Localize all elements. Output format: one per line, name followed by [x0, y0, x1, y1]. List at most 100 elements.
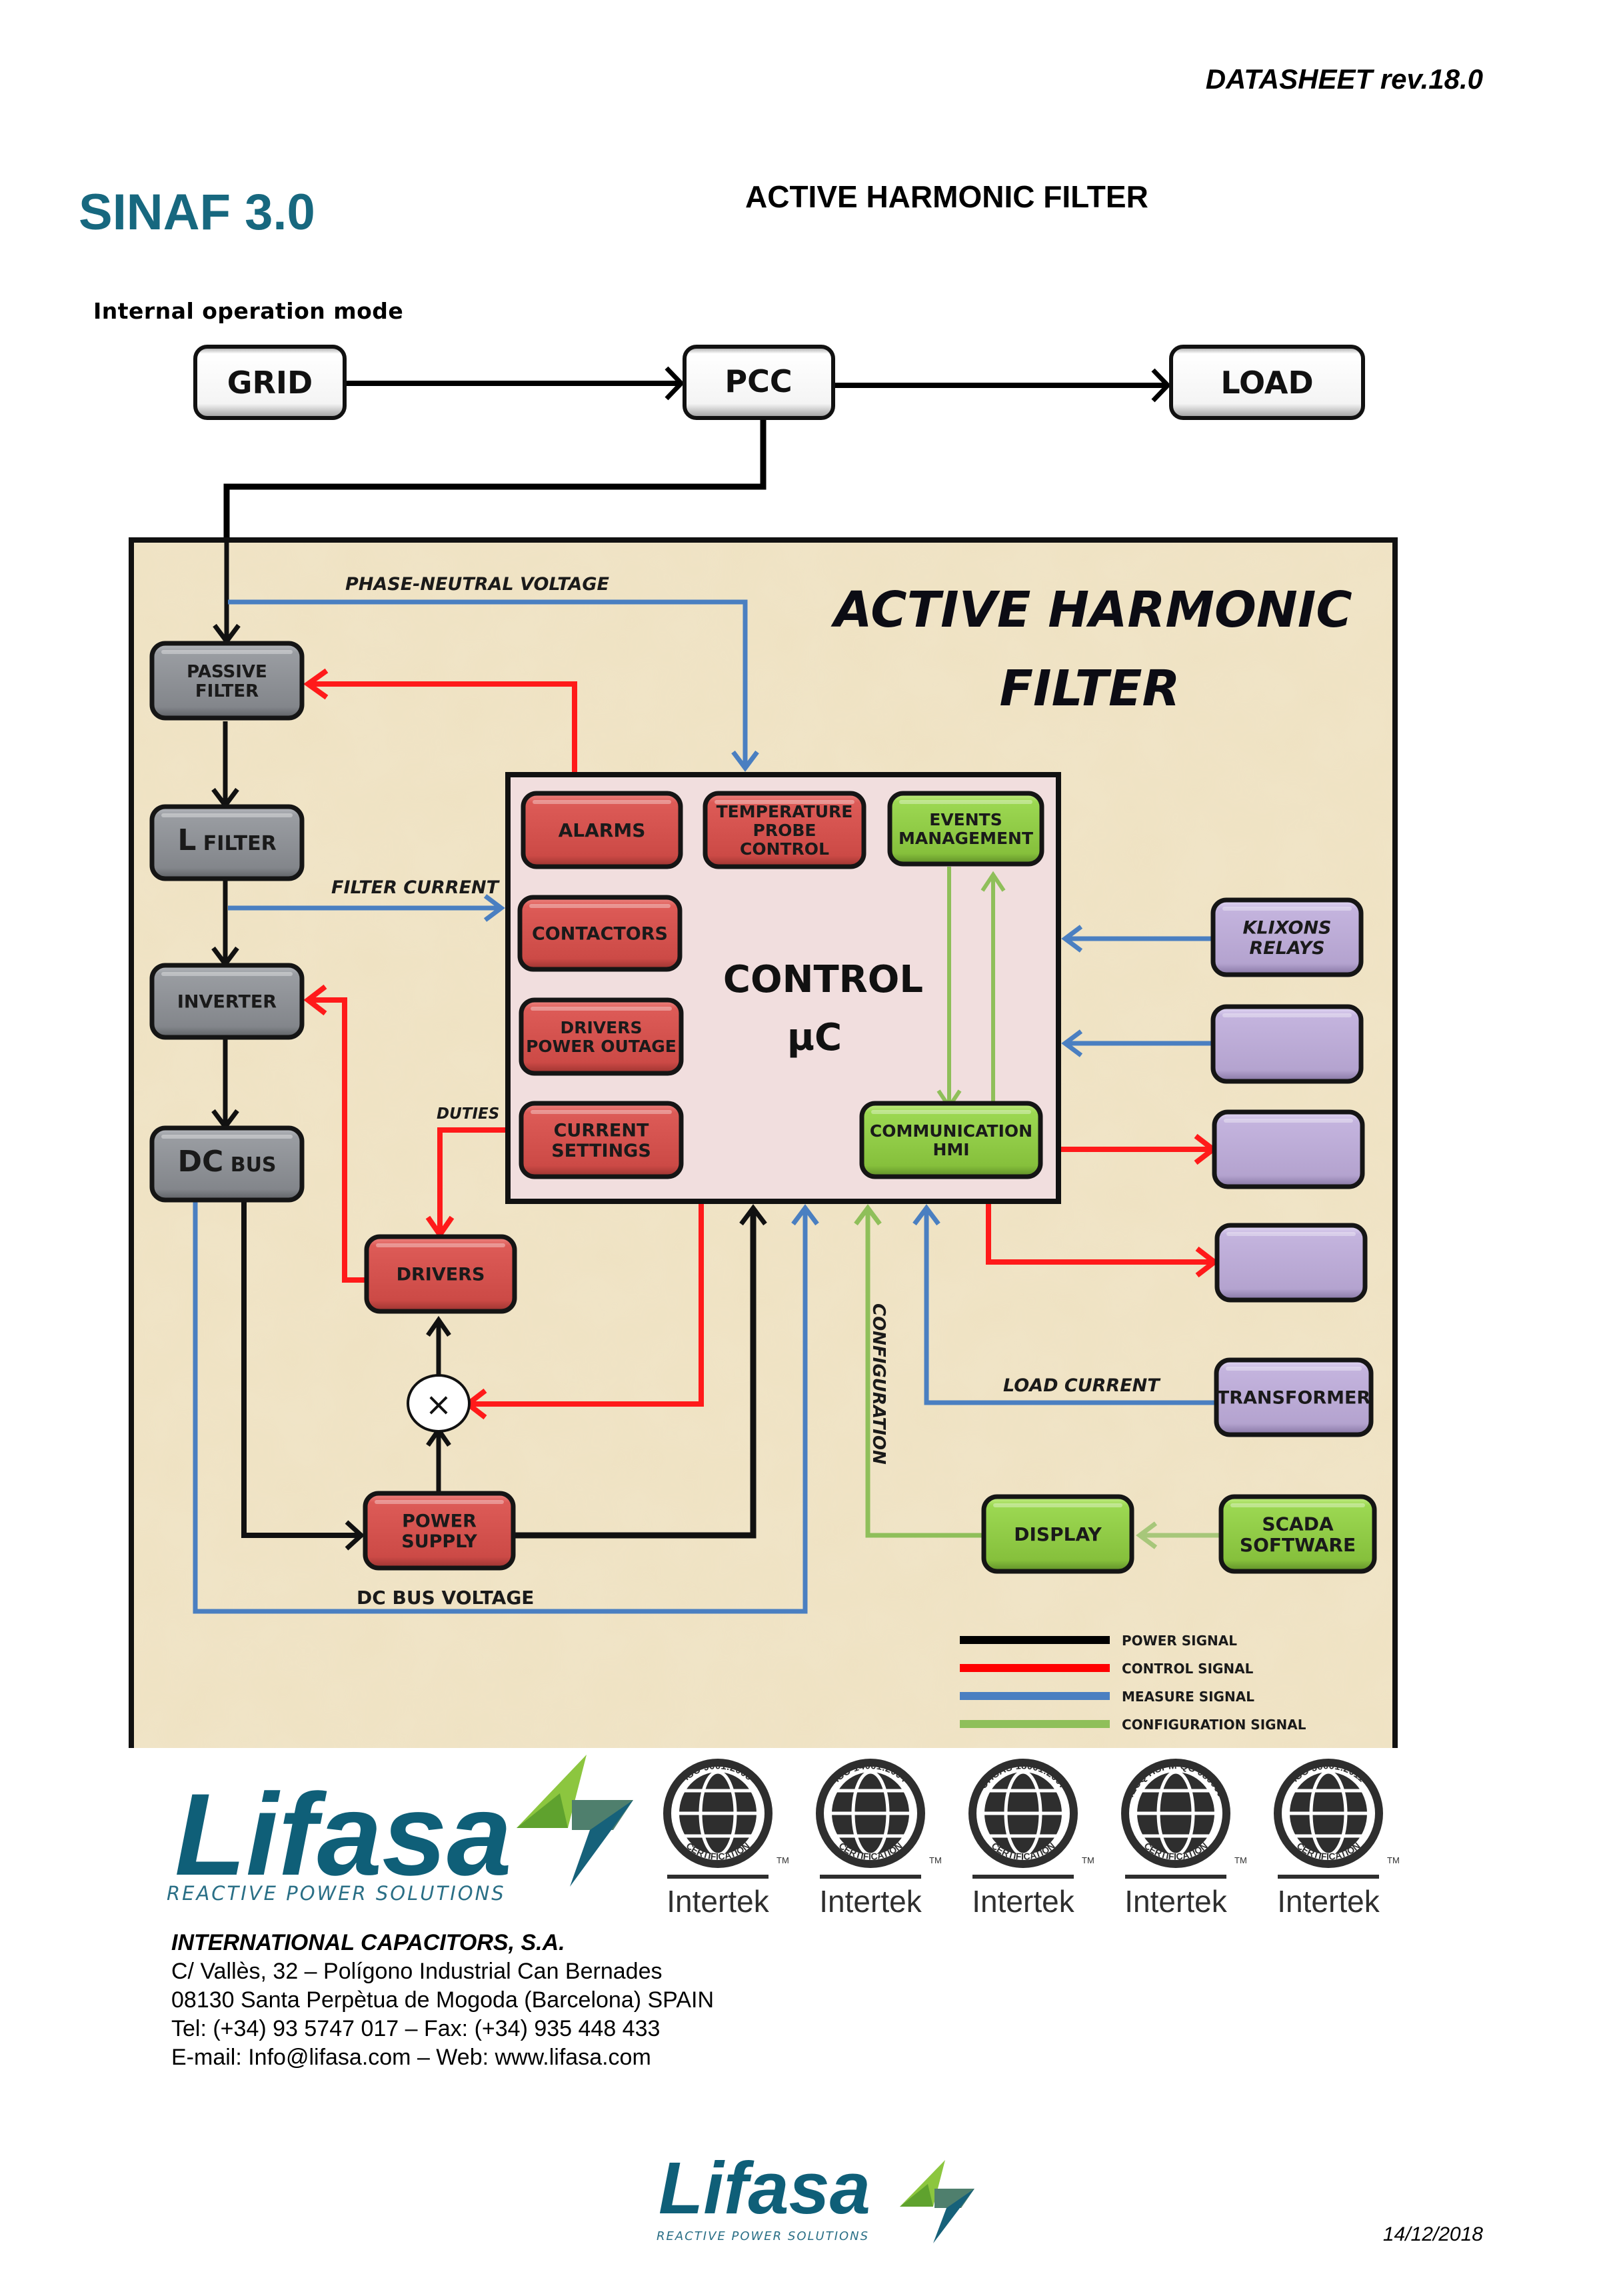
- power-supply-block-label: POWER: [402, 1511, 477, 1532]
- globe-icon: [1136, 1770, 1216, 1857]
- load-label: LOAD: [1220, 365, 1313, 401]
- diagram-frame: [129, 537, 1398, 1748]
- top-flow: GRID PCC LOAD: [193, 345, 1365, 539]
- certifications: ISO 9001:2008CERTIFICATIONTMIntertekISO …: [663, 1759, 1400, 1919]
- output-2-block: [1214, 1223, 1368, 1303]
- contactors-block-label: CONTACTORS: [532, 924, 668, 945]
- dc-bus-block-label: DC BUS: [177, 1145, 276, 1179]
- output-1-block: [1212, 1109, 1365, 1189]
- footer-lightning-bolt-icon: [900, 2160, 974, 2243]
- legend-item: MEASURE SIGNAL: [960, 1689, 1254, 1705]
- legend-item: CONTROL SIGNAL: [960, 1661, 1254, 1677]
- globe-icon: [1288, 1770, 1368, 1857]
- legend-item: CONFIGURATION SIGNAL: [960, 1717, 1306, 1733]
- scada-software-block-label: SCADA: [1262, 1513, 1334, 1535]
- label-duties: DUTIES: [437, 1105, 499, 1123]
- trademark-mark: TM: [929, 1855, 942, 1865]
- globe-icon: [678, 1770, 758, 1857]
- diagram-title-line2: FILTER: [1000, 660, 1180, 717]
- logo-tagline: REACTIVE POWER SOLUTIONS: [167, 1882, 506, 1905]
- klixons-relays-block-label: RELAYS: [1249, 938, 1324, 959]
- l-filter-block-label: L FILTER: [177, 823, 276, 857]
- legend-label: CONFIGURATION SIGNAL: [1122, 1717, 1306, 1733]
- passive-filter-block-label: FILTER: [195, 681, 259, 701]
- contactors-block: CONTACTORS: [517, 895, 683, 972]
- company-address-line1: C/ Vallès, 32 – Polígono Industrial Can …: [171, 1959, 663, 1984]
- events-management-block-label: MANAGEMENT: [898, 829, 1033, 848]
- drivers-power-outage-block-label: POWER OUTAGE: [526, 1037, 677, 1056]
- communication-hmi-block-label: COMMUNICATION: [870, 1121, 1032, 1141]
- events-management-block-label: EVENTS: [929, 810, 1002, 829]
- legend-label: CONTROL SIGNAL: [1122, 1661, 1254, 1677]
- dc-bus-block: DC BUS: [149, 1125, 305, 1203]
- trademark-mark: TM: [1082, 1855, 1094, 1865]
- arrowhead-icon: [665, 366, 685, 401]
- pcc-box: PCC: [683, 345, 835, 420]
- label-phase-neutral-voltage: PHASE-NEUTRAL VOLTAGE: [345, 574, 610, 595]
- certification-badge: IECQ HSPM QC 080000CERTIFICATIONTMIntert…: [1121, 1759, 1247, 1919]
- scada-software-block-label: SOFTWARE: [1240, 1534, 1356, 1556]
- current-settings-block-label: CURRENT: [554, 1121, 649, 1141]
- company-email-web: E-mail: Info@lifasa.com – Web: www.lifas…: [171, 2045, 651, 2070]
- grid-label: GRID: [227, 365, 313, 401]
- pcc-label: PCC: [725, 363, 792, 399]
- certification-body: Intertek: [819, 1884, 922, 1919]
- temperature-probe-control-block-label: TEMPERATURE: [717, 802, 853, 821]
- drivers-block: DRIVERS: [364, 1234, 517, 1314]
- certification-body: Intertek: [1124, 1884, 1227, 1919]
- footer-logo-wordmark: Lifasa: [659, 2147, 870, 2229]
- display-block: DISPLAY: [981, 1494, 1134, 1574]
- passive-filter-block-label: PASSIVE: [187, 662, 267, 682]
- product-name: SINAF 3.0: [79, 184, 315, 241]
- company-name: INTERNATIONAL CAPACITORS, S.A.: [171, 1930, 565, 1955]
- label-load-current: LOAD CURRENT: [1003, 1375, 1161, 1396]
- globe-icon: [830, 1770, 910, 1857]
- control-title: CONTROL: [723, 958, 923, 1001]
- trademark-mark: TM: [1234, 1855, 1247, 1865]
- multiply-icon: ×: [425, 1386, 452, 1423]
- signal-lines: [193, 539, 1221, 1614]
- communication-hmi-block-label: HMI: [932, 1140, 969, 1159]
- label-dc-bus-voltage: DC BUS VOLTAGE: [357, 1587, 534, 1609]
- footer-logo: Lifasa REACTIVE POWER SOLUTIONS: [657, 2147, 974, 2243]
- globe-icon: [983, 1770, 1063, 1857]
- certification-body: Intertek: [972, 1884, 1074, 1919]
- legend-label: MEASURE SIGNAL: [1122, 1689, 1254, 1705]
- section-label: Internal operation mode: [93, 298, 404, 324]
- load-box: LOAD: [1169, 345, 1365, 420]
- temperature-probe-control-block-label: PROBE: [753, 821, 816, 840]
- klixons-relays-block-label: KLIXONS: [1242, 918, 1331, 939]
- multiplier-node: ×: [407, 1374, 471, 1433]
- label-filter-current: FILTER CURRENT: [331, 877, 501, 898]
- power-supply-block-label: SUPPLY: [401, 1531, 477, 1552]
- inverter-block-label: INVERTER: [177, 992, 277, 1013]
- document-date: 14/12/2018: [1382, 2223, 1483, 2245]
- arrowhead-icon: [1151, 368, 1171, 403]
- drivers-block-label: DRIVERS: [397, 1265, 485, 1285]
- document-title: ACTIVE HARMONIC FILTER: [745, 179, 1148, 214]
- temperature-probe-control-block-label: CONTROL: [740, 839, 829, 859]
- footer-logo-tagline: REACTIVE POWER SOLUTIONS: [657, 2229, 869, 2243]
- drivers-power-outage-block-label: DRIVERS: [561, 1018, 643, 1037]
- alarms-block-label: ALARMS: [559, 819, 646, 841]
- grid-box: GRID: [193, 345, 347, 420]
- company-phone-fax: Tel: (+34) 93 5747 017 – Fax: (+34) 935 …: [171, 2016, 661, 2041]
- trademark-mark: TM: [777, 1855, 789, 1865]
- diagram-title-line1: ACTIVE HARMONIC: [830, 581, 1352, 639]
- inverter-block: INVERTER: [149, 963, 305, 1040]
- logo-wordmark: Lifasa: [175, 1770, 512, 1900]
- lightning-bolt-icon: [517, 1755, 633, 1887]
- display-block-label: DISPLAY: [1014, 1523, 1102, 1545]
